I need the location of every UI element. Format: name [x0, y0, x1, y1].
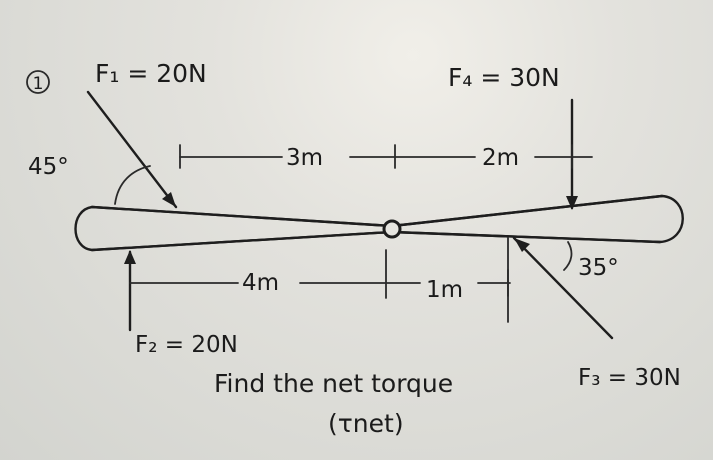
problem-number: 1	[33, 74, 44, 94]
angle-45-label: 45°	[28, 154, 69, 180]
force-f1-label: F₁ = 20N	[95, 59, 207, 88]
question-line-2: (τnet)	[328, 409, 404, 438]
distance-1m-label: 1m	[426, 277, 463, 303]
force-f4-label: F₄ = 30N	[448, 63, 560, 92]
pivot-point	[382, 219, 402, 239]
force-f1-arrow	[86, 90, 178, 209]
distance-4m-label: 4m	[242, 270, 279, 296]
problem-number-circle	[26, 70, 50, 94]
force-f3-arrowhead	[514, 238, 530, 252]
lever-bar-edges-left	[90, 205, 394, 252]
distance-2m-label: 2m	[482, 145, 519, 171]
angle-35-arc	[563, 241, 573, 271]
force-f2-label: F₂ = 20N	[135, 332, 238, 358]
force-f4-arrowhead	[566, 196, 578, 210]
lever-bar-edges-right	[390, 194, 664, 244]
question-line-1: Find the net torque	[214, 369, 453, 398]
force-f3-arrow	[512, 236, 614, 340]
force-f3-label: F₃ = 30N	[578, 365, 681, 391]
distance-3m-label: 3m	[286, 145, 323, 171]
force-f1-arrowhead	[162, 192, 176, 207]
angle-35-label: 35°	[578, 255, 619, 281]
angle-45-arc	[114, 165, 151, 205]
force-f2-arrowhead	[124, 250, 136, 264]
